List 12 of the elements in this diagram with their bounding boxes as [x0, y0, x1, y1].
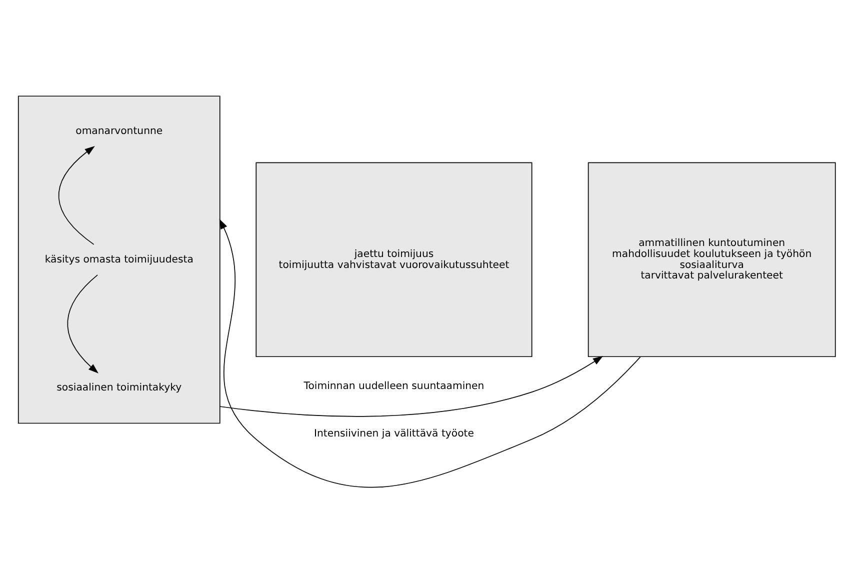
node-box: ammatillinen kuntoutuminen mahdollisuudet koulutukseen ja työhön sosiaaliturva tarvittavat palvelurakenteet [588, 162, 836, 358]
node-box: jaettu toimijuus toimijuutta vahvistavat vuorovaikutussuhteet [256, 162, 532, 358]
edge-label: Toiminnan uudelleen suuntaaminen [304, 381, 484, 392]
node-text: omanarvontunne [76, 126, 163, 138]
arrow [58, 146, 95, 245]
node-text: sosiaalinen toimintakyky [56, 382, 182, 394]
edge-label: Intensiivinen ja välittävä työote [314, 428, 474, 440]
node-text: käsitys omasta toimijuudesta [44, 254, 194, 266]
arrow [219, 218, 641, 488]
arrow [219, 356, 604, 417]
arrow [67, 274, 98, 374]
cluster [18, 96, 220, 424]
